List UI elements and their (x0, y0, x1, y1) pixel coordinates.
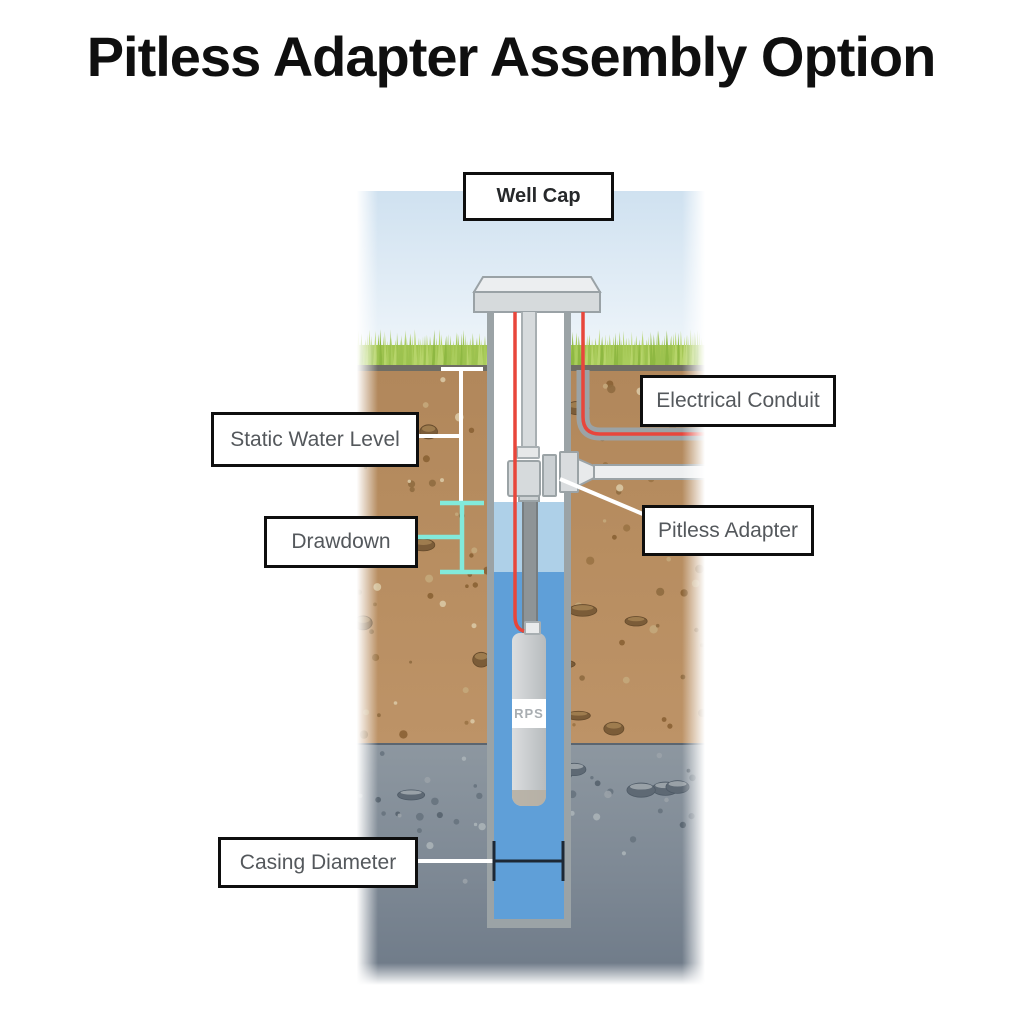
pipe-collar (516, 446, 540, 459)
pump-outlet-fitting (524, 621, 541, 635)
bottom-edge-fade (352, 963, 710, 988)
measurement-brackets (412, 367, 484, 575)
label-drawdown: Drawdown (264, 516, 418, 568)
pitless-clamp-inner (542, 454, 557, 497)
label-casing-diameter: Casing Diameter (218, 837, 418, 888)
label-pitless-adapter: Pitless Adapter (642, 505, 814, 556)
label-electrical-conduit: Electrical Conduit (640, 375, 836, 427)
pitless-adapter-stub (518, 495, 540, 502)
drop-pipe (522, 496, 538, 636)
riser-pipe (521, 312, 537, 452)
label-well-cap: Well Cap (463, 172, 614, 221)
pump-bottom-cap (512, 790, 546, 806)
right-edge-fade (682, 191, 710, 988)
page-title: Pitless Adapter Assembly Option (86, 25, 937, 88)
pump-brand-band: RPS (512, 699, 546, 728)
discharge-pipe (593, 464, 710, 480)
pump-brand-text: RPS (514, 706, 544, 721)
well-cap-graphic (472, 276, 602, 313)
label-static-water-level: Static Water Level (211, 412, 419, 467)
wires-and-pointers (412, 312, 710, 881)
submersible-pump: RPS (512, 633, 546, 806)
